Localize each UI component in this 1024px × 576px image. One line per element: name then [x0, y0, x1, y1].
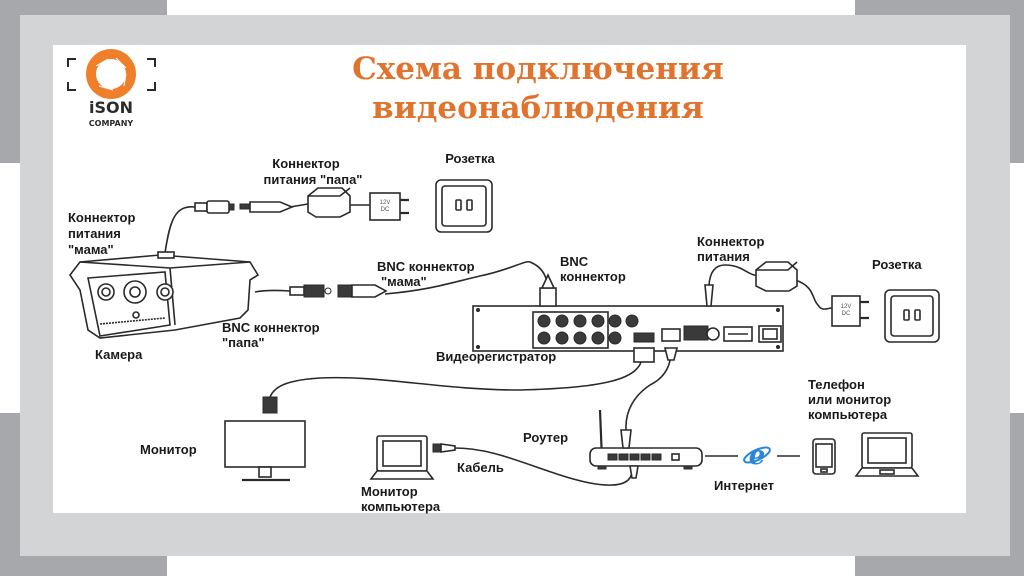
label-power-female-3: "мама"	[68, 242, 114, 257]
remote-laptop-icon	[854, 432, 920, 477]
page-title-line-2: видеонаблюдения	[372, 90, 704, 126]
label-monitor: Монитор	[140, 442, 197, 457]
label-phone-or-monitor-2: или монитор	[808, 392, 891, 407]
label-computer-monitor-2: компьютера	[361, 499, 441, 514]
label-socket-top: Розетка	[445, 151, 495, 166]
label-power-female-1: Коннектор	[68, 210, 135, 225]
dvr-icon	[472, 273, 784, 363]
router-ports	[607, 453, 680, 461]
label-phone-or-monitor-1: Телефон	[808, 377, 865, 392]
labels: Коннектор питания "папа" Розетка Коннект…	[68, 151, 922, 514]
label-computer-monitor-1: Монитор	[361, 484, 418, 499]
ison-logo: iSON COMPANY	[67, 49, 156, 128]
label-power-male-2: питания "папа"	[264, 172, 363, 187]
power-adapter-top: 12V DC	[307, 187, 409, 221]
label-internet: Интернет	[714, 478, 774, 493]
label-bnc-male-1: BNC коннектор	[222, 320, 320, 335]
label-power-female-2: питания	[68, 226, 121, 241]
label-power-dvr-1: Коннектор	[697, 234, 764, 249]
power-connector-female	[194, 200, 235, 214]
wall-socket-right	[884, 289, 940, 343]
label-socket-right: Розетка	[872, 257, 922, 272]
laptop-icon	[369, 435, 456, 480]
wall-socket-top	[435, 179, 493, 233]
aperture-icon	[67, 49, 156, 99]
internet-explorer-icon: e	[743, 441, 771, 471]
label-bnc-dvr-2: коннектор	[560, 269, 626, 284]
logo-name: iSON	[89, 98, 133, 117]
page-title-line-1: Схема подключения	[352, 51, 724, 87]
label-power-male-1: Коннектор	[272, 156, 339, 171]
label-cable: Кабель	[457, 460, 504, 475]
bnc-ports	[537, 314, 639, 345]
bnc-connector-male	[289, 284, 332, 298]
label-bnc-female-2: "мама"	[381, 274, 427, 289]
phone-icon	[812, 438, 836, 475]
label-bnc-male-2: "папа"	[222, 335, 265, 350]
svg-text:e: e	[749, 441, 766, 471]
bnc-connector-female	[337, 284, 388, 298]
monitor-icon	[224, 396, 306, 482]
adapter-right-label-2: DC	[842, 311, 851, 317]
label-bnc-female-1: BNC коннектор	[377, 259, 475, 274]
adapter-top-label-2: DC	[381, 207, 390, 213]
cables	[164, 203, 833, 486]
label-dvr: Видеорегистратор	[436, 349, 556, 364]
label-power-dvr-2: питания	[697, 249, 750, 264]
label-camera: Камера	[95, 347, 143, 362]
logo-subtitle: COMPANY	[89, 119, 134, 128]
label-bnc-dvr-1: BNC	[560, 254, 589, 269]
power-connector-male	[239, 201, 295, 213]
power-adapter-right: 12V DC	[755, 261, 869, 327]
label-router: Роутер	[523, 430, 568, 445]
adapter-top-label-1: 12V	[380, 200, 391, 206]
router-icon	[589, 409, 703, 479]
camera-icon	[69, 251, 260, 339]
label-phone-or-monitor-3: компьютера	[808, 407, 888, 422]
adapter-right-label-1: 12V	[841, 304, 852, 310]
